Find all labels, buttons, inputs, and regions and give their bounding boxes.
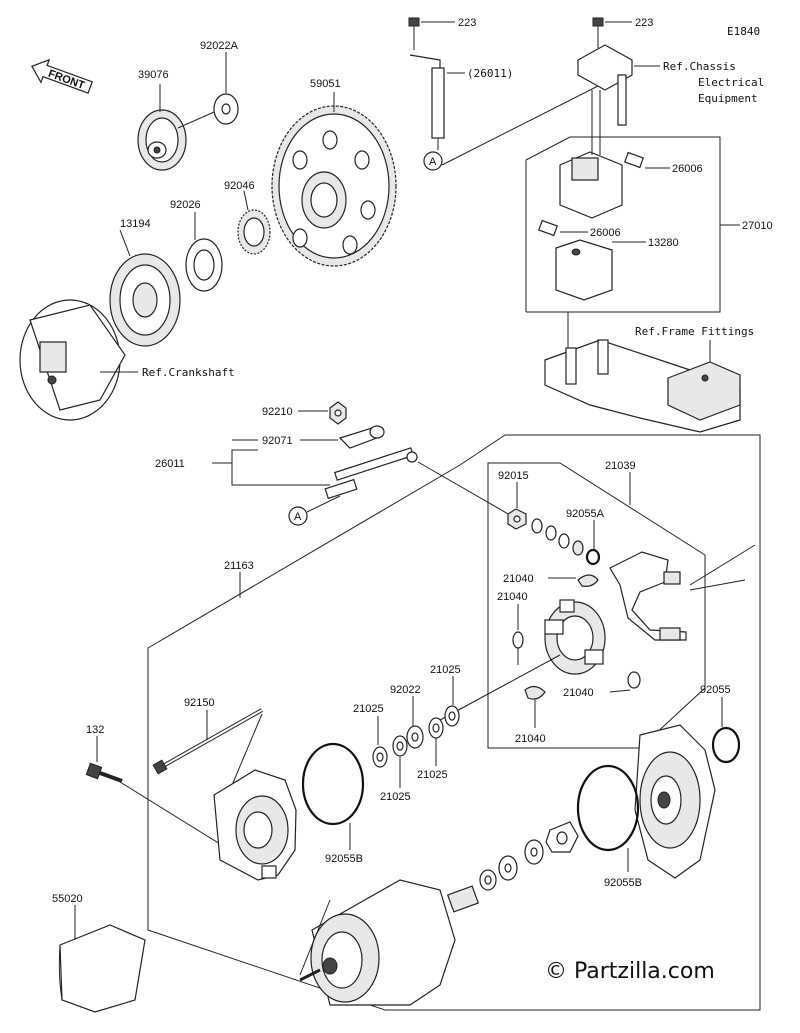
part-39076[interactable] — [137, 109, 187, 171]
label-132: 132 — [86, 724, 104, 736]
part-26006-upper[interactable] — [624, 151, 644, 169]
flywheel[interactable] — [19, 299, 126, 421]
part-92026[interactable] — [185, 238, 223, 292]
part-21040-d[interactable] — [524, 685, 546, 700]
bolt-223-left[interactable] — [408, 17, 420, 50]
part-13280[interactable] — [555, 239, 613, 301]
terminal-bracket[interactable] — [609, 551, 687, 641]
label-26011-lower: 26011 — [155, 458, 185, 470]
label-21163: 21163 — [224, 560, 254, 572]
label-223-right: 223 — [635, 17, 653, 29]
marker-a-bottom: A — [288, 506, 308, 526]
ref-chassis-1: Ref.Chassis — [663, 60, 736, 73]
label-26006-lower: 26006 — [590, 227, 621, 239]
label-92022: 92022 — [390, 684, 421, 696]
armature-washers[interactable] — [479, 821, 579, 891]
cable-26011-lower[interactable] — [324, 447, 418, 500]
svg-text:A: A — [429, 156, 437, 168]
label-26006-upper: 26006 — [672, 163, 703, 175]
part-132[interactable] — [85, 762, 123, 783]
front-arrow-icon: FRONT — [31, 58, 93, 94]
ref-chassis-3: Equipment — [698, 92, 758, 105]
label-59051: 59051 — [310, 78, 341, 90]
label-92055B-left: 92055B — [325, 853, 363, 865]
part-21040-c[interactable] — [627, 671, 641, 689]
part-55020[interactable] — [58, 924, 146, 1013]
label-27010: 27010 — [742, 220, 773, 232]
part-21040-a[interactable] — [577, 574, 599, 587]
watermark: © Partzilla.com — [545, 959, 715, 984]
part-92022A[interactable] — [213, 93, 239, 125]
starter-motor-body[interactable] — [299, 879, 480, 1006]
label-55020: 55020 — [52, 893, 83, 905]
frame-fittings[interactable] — [544, 312, 741, 433]
label-21040-c: 21040 — [563, 687, 594, 699]
end-cover[interactable] — [634, 724, 716, 879]
diagram-code: E1840 — [727, 25, 760, 38]
part-92022[interactable] — [406, 725, 424, 749]
part-26006-lower[interactable] — [538, 219, 558, 237]
part-92055B-right[interactable] — [576, 764, 640, 852]
part-59051[interactable] — [271, 105, 397, 267]
label-92015: 92015 — [498, 470, 529, 482]
label-92210: 92210 — [262, 406, 293, 418]
label-13280: 13280 — [648, 237, 679, 249]
label-13194: 13194 — [120, 218, 151, 230]
marker-a-top: A — [423, 151, 443, 171]
label-21025-c: 21025 — [417, 769, 448, 781]
part-92055B-left[interactable] — [301, 742, 365, 826]
label-21025-b: 21025 — [380, 791, 411, 803]
label-21040-a: 21040 — [503, 573, 534, 585]
label-92150: 92150 — [184, 697, 215, 709]
part-relay[interactable] — [559, 90, 623, 219]
chassis-bracket[interactable] — [577, 44, 633, 126]
ref-frame-fittings: Ref.Frame Fittings — [635, 325, 754, 338]
front-cover[interactable] — [213, 769, 297, 881]
label-223-left: 223 — [458, 17, 476, 29]
label-92055: 92055 — [700, 684, 731, 696]
brush-plate[interactable] — [544, 599, 606, 675]
label-92022A: 92022A — [200, 40, 239, 52]
washer-stack[interactable] — [531, 518, 584, 556]
label-92055A: 92055A — [566, 508, 605, 520]
ref-crankshaft: Ref.Crankshaft — [142, 366, 235, 379]
label-21025-a: 21025 — [353, 703, 384, 715]
label-21040-b: 21040 — [497, 591, 528, 603]
label-92026: 92026 — [170, 199, 201, 211]
front-label: FRONT — [46, 68, 86, 92]
part-92071[interactable] — [338, 425, 385, 449]
part-21040-b[interactable] — [512, 631, 524, 665]
label-26011-upper: (26011) — [467, 67, 513, 80]
label-39076: 39076 — [138, 69, 169, 81]
ref-chassis-2: Electrical — [698, 76, 764, 89]
part-21025-b[interactable] — [392, 735, 408, 757]
part-92210[interactable] — [329, 401, 347, 425]
part-21025-a[interactable] — [372, 746, 388, 768]
part-92046[interactable] — [237, 209, 271, 255]
svg-text:A: A — [294, 511, 302, 523]
bolt-223-right[interactable] — [592, 17, 604, 48]
label-92071: 92071 — [262, 435, 293, 447]
label-21040-d: 21040 — [515, 733, 546, 745]
label-92046: 92046 — [224, 180, 255, 192]
part-92055A[interactable] — [585, 548, 601, 566]
part-13194[interactable] — [109, 253, 181, 347]
part-92015[interactable] — [507, 508, 527, 530]
label-21025-d: 21025 — [430, 664, 461, 676]
label-21039: 21039 — [605, 460, 636, 472]
cable-26011-upper[interactable] — [409, 54, 445, 150]
part-92055[interactable] — [711, 726, 741, 764]
part-92150[interactable] — [152, 708, 263, 775]
label-92055B-right: 92055B — [604, 877, 642, 889]
part-21025-d[interactable] — [444, 705, 460, 727]
part-21025-c[interactable] — [428, 717, 444, 739]
